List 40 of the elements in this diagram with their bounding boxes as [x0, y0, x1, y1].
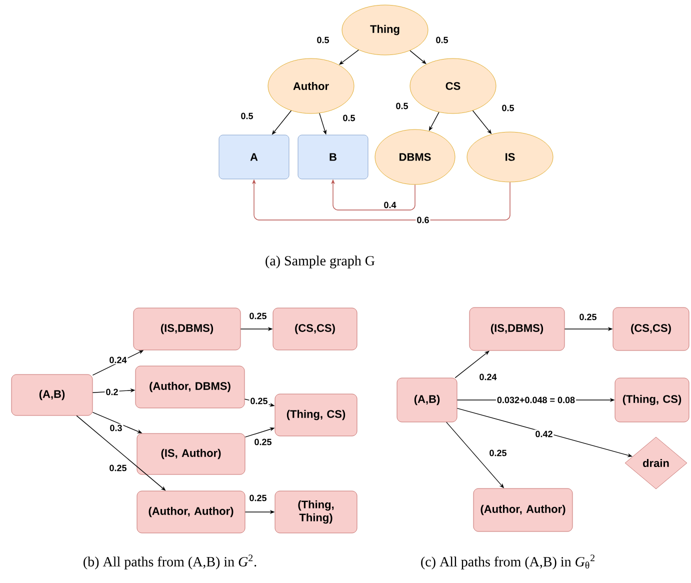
- arrow: [454, 350, 490, 378]
- edge-label: 0.25: [248, 494, 268, 502]
- edge-label: 0.5: [434, 36, 450, 44]
- state-box: (IS,DBMS): [469, 307, 565, 351]
- edge-label: 0.5: [342, 114, 356, 122]
- edge-label: 0.24: [478, 372, 498, 382]
- edge-label: 0.3: [108, 424, 124, 432]
- edge-label: 0.25: [249, 396, 269, 406]
- caption: (a) Sample graph G: [266, 256, 375, 268]
- state-box: (Thing, CS): [274, 394, 358, 436]
- state-box: (A,B): [396, 378, 458, 422]
- edge-label: 0.2: [104, 388, 120, 396]
- state-box: (IS,DBMS): [133, 308, 241, 350]
- state-box: (A,B): [11, 374, 93, 416]
- edge-label: 0.6: [416, 216, 430, 224]
- state-box: (CS,CS): [612, 307, 690, 351]
- state-box: (Author, DBMS): [135, 366, 245, 408]
- entity-box: A: [218, 134, 290, 180]
- state-box: (IS, Author): [136, 433, 246, 475]
- edge-label: 0.25: [108, 464, 128, 472]
- entity-box: B: [298, 134, 368, 180]
- edge-label: 0.42: [534, 430, 554, 438]
- state-box: (CS,CS): [272, 308, 358, 350]
- edge-label: 0.25: [253, 438, 273, 446]
- edge-label: 0.25: [488, 448, 508, 458]
- edge-label: 0.5: [240, 112, 254, 120]
- state-box: (Thing, Thing): [274, 490, 358, 534]
- caption: (b) All paths from (A,B) in G$^{2}$.: [84, 554, 256, 570]
- edge-label: 0.25: [578, 312, 598, 322]
- edge-label: 0.4: [382, 200, 398, 210]
- edge-label: 0.032+0.048 = 0.08: [496, 396, 576, 404]
- edge-label: 0.24: [108, 356, 128, 364]
- state-box: (Thing, CS): [614, 378, 690, 422]
- caption: (c) All paths from (A,B) in G$_{θ}$2: [421, 554, 594, 570]
- edge-label: 0.5: [394, 102, 410, 110]
- state-box: (Author, Author): [473, 488, 573, 532]
- edge-label: 0.5: [316, 36, 330, 44]
- edge-label: 0.5: [500, 104, 516, 112]
- edge-label: 0.25: [248, 312, 268, 320]
- state-box: (Author, Author): [136, 490, 246, 534]
